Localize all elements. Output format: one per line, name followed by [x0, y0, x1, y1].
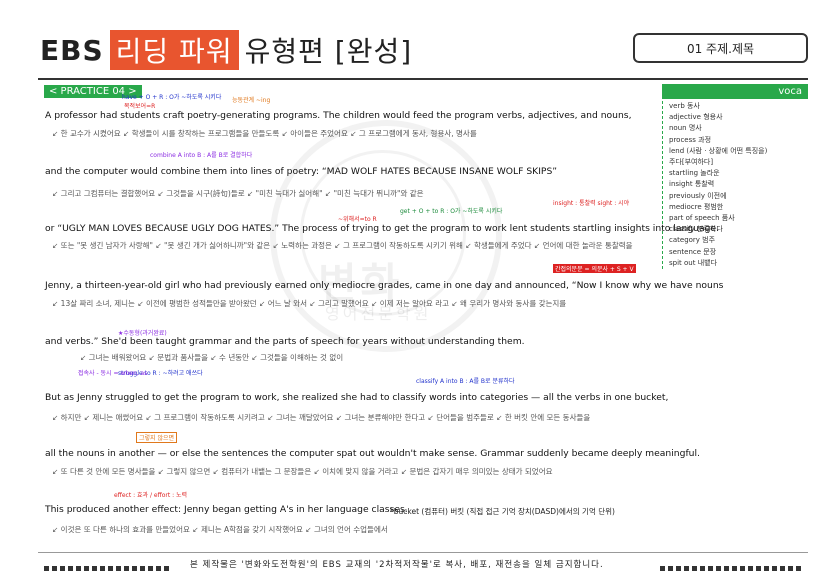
note-classify: classify A into B : A를 B로 분류하다	[416, 378, 515, 385]
note-insight: insight : 통찰력 sight : 시야	[553, 200, 630, 207]
passage-line-6: But as Jenny struggled to get the progra…	[45, 392, 668, 403]
passage-line-2: and the computer would combine them into…	[45, 166, 557, 177]
passage-line-7: all the nouns in another — or else the s…	[45, 448, 700, 459]
passage-line-4: Jenny, a thirteen-year-old girl who had …	[45, 280, 723, 291]
note-have-o-r: have + O + R : O가 ~하도록 시키다	[122, 94, 222, 101]
passage-text: or “UGLY MAN LOVES BECAUSE UGLY DOG HATE…	[45, 223, 719, 234]
watermark-seal-inner	[300, 150, 466, 316]
vocab-item: previously 이전에	[669, 191, 727, 200]
vocab-item: mediocre 평범한	[669, 202, 724, 211]
vocab-item: part of speech 품사	[669, 214, 735, 223]
passage-line-3: or “UGLY MAN LOVES BECAUSE UGLY DOG HATE…	[45, 223, 719, 234]
translation-line-5: ↙ 그녀는 배워왔어요 ↙ 문법과 품사들을 ↙ 수 년동안 ↙ 그것들을 이해…	[80, 353, 344, 362]
passage-text: and verbs.” She'd been taught grammar an…	[45, 336, 525, 347]
page-header: EBS 리딩 파워 유형편 [완성]	[40, 30, 412, 70]
topic-label: 01 주제.제목	[686, 41, 755, 56]
header-ebs: EBS	[40, 33, 104, 67]
passage-text: and the computer would combine them into…	[45, 166, 558, 177]
note-combine: combine A into B : A를 B로 결합하다	[150, 152, 253, 159]
translation-line-8: ↙ 이것은 또 다른 하나의 효과를 만들었어요 ↙ 제니는 A학점을 갖기 시…	[52, 525, 388, 534]
vocab-list: verb 동사 adjective 형용사 noun 명사 process 과정…	[662, 101, 808, 270]
translation-line-1: ↙ 한 교수가 시켰어요 ↙ 학생들이 시를 창작하는 프로그램들을 만들도록 …	[52, 129, 477, 138]
passage-line-5: and verbs.” She'd been taught grammar an…	[45, 336, 525, 347]
topic-box: 01 주제.제목	[633, 33, 808, 63]
watermark-seal	[270, 120, 502, 352]
translation-line-2: ↙ 그리고 그컴퓨터는 결합했어요 ↙ 그것들을 시구(詩句)들로 ↙ "미친 …	[52, 189, 424, 198]
passage-line-8: This produced another effect: Jenny bega…	[45, 504, 408, 515]
passage-text: all the nouns in another — or else the s…	[45, 448, 700, 459]
passage-text: Jenny, a thirteen-year-old girl who had …	[45, 280, 724, 291]
passage-text: But as Jenny struggled to get the progra…	[45, 392, 669, 403]
vocab-item: spit out 내뱉다	[669, 258, 718, 267]
top-rule	[38, 78, 808, 80]
vocab-item: category 범주	[669, 236, 716, 245]
watermark-sub: 영어전문학원	[325, 304, 432, 323]
translation-line-7: ↙ 또 다른 것 안에 모든 명사들을 ↙ 그렇지 않으면 ↙ 컴퓨터가 내뱉는…	[52, 467, 553, 476]
note-get-o-to-r: get + O + to R : O가 ~하도록 시키다	[400, 208, 503, 215]
passage-text: A professor had students craft poetry-ge…	[45, 110, 632, 121]
note-or-else: 그렇지 않으면	[136, 432, 178, 443]
vocab-item: verb 동사	[669, 102, 700, 110]
footer-squares-right	[660, 559, 801, 577]
header-series: 리딩 파워	[109, 30, 239, 70]
vocab-item: adjective 형용사	[669, 113, 723, 122]
note-indirect-question: 간접의문문 = 의문사 + S + V	[553, 264, 636, 273]
header-title: 유형편 [완성]	[244, 35, 413, 68]
passage-text: This produced another effect: Jenny bega…	[45, 504, 408, 515]
vocab-item: noun 명사	[669, 124, 702, 133]
bucket-footnote: *bucket (컴퓨터) 버킷 (직접 접근 기억 장치(DASD)에서의 기…	[390, 507, 615, 516]
note-to-r: ~위해서=to R	[338, 216, 377, 223]
vocab-item: startling 놀라운	[669, 169, 720, 178]
note-passive: ★수동형(과거완료)	[118, 330, 167, 337]
vocab-item: lend (사람 · 상황에 어떤 특징을)	[669, 146, 768, 155]
vocab-item: insight 통찰력	[669, 180, 715, 189]
footer-squares-left	[44, 559, 169, 577]
vocab-item: sentence 문장	[669, 247, 717, 256]
note-effect: effect : 효과 / effort : 노력	[114, 492, 188, 499]
note-active-ing: 능동관계 ~ing	[232, 97, 271, 104]
translation-line-4: ↙ 13살 짜리 소녀, 제니는 ↙ 이전에 평범한 성적들만을 받아왔던 ↙ …	[52, 299, 567, 308]
bottom-rule	[38, 552, 808, 553]
footer-copyright: 본 제작물은 '변화와도전학원'의 EBS 교재의 '2차적저작물'로 복사, …	[190, 560, 604, 570]
vocab-item: 주다[부여하다]	[669, 158, 714, 167]
note-objective-complement: 목적보어=R	[124, 103, 156, 110]
note-struggle: struggle to R : ~하려고 애쓰다	[118, 370, 203, 377]
vocab-item: classify 분류하다	[669, 225, 723, 234]
practice-label: < PRACTICE 04 >	[44, 85, 142, 98]
watermark-text: 변화	[318, 259, 404, 308]
vocab-panel: voca verb 동사 adjective 형용사 noun 명사 proce…	[662, 84, 808, 284]
translation-line-3: ↙ 또는 "못 생긴 남자가 사랑해" ↙ "못 생긴 개가 싫어하니까"와 같…	[52, 241, 633, 250]
vocab-header: voca	[662, 84, 808, 99]
vocab-item: process 과정	[669, 135, 712, 144]
translation-line-6: ↙ 하지만 ↙ 제니는 애썼어요 ↙ 그 프로그램이 작동하도록 시키려고 ↙ …	[52, 413, 591, 422]
passage-line-1: A professor had students craft poetry-ge…	[45, 110, 632, 121]
note-conjunction: 접속사 - 동시 = when, as	[78, 370, 148, 377]
